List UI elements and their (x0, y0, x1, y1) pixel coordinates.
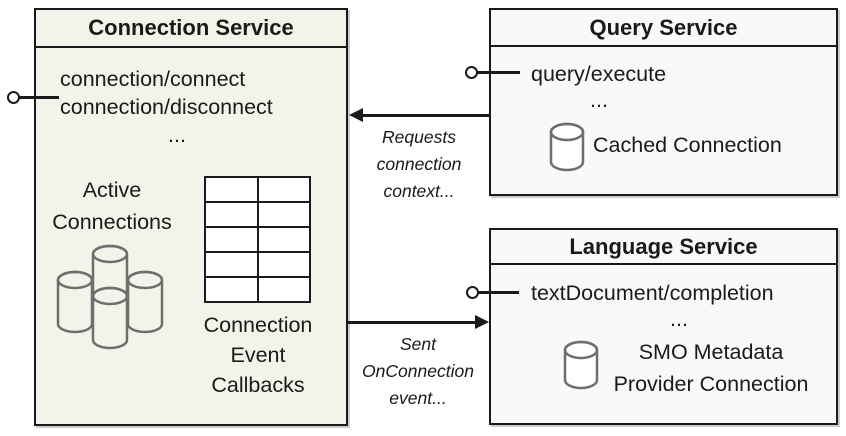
language-methods-ellipsis: ... (670, 307, 688, 331)
methods-ellipsis: ... (168, 123, 186, 147)
connection-event-callbacks-label: Connection Event Callbacks (174, 310, 342, 400)
requests-connection-context-label: Requests connection context... (350, 124, 488, 205)
callbacks-line2: Event (230, 343, 286, 367)
active-connections-line1: Active (82, 178, 142, 202)
connection-service-methods: connection/connect connection/disconnect… (60, 65, 294, 149)
arrow-left-icon (349, 108, 363, 122)
sent-label-line2: OnConnection (362, 361, 474, 381)
grid-cell (206, 278, 257, 301)
sent-arrow-line (348, 321, 477, 324)
interface-lollipop-stem (19, 96, 59, 99)
database-cluster-icon (56, 244, 164, 350)
connection-service-title: Connection Service (36, 10, 346, 48)
callback-table-grid (204, 176, 311, 303)
sent-label-line1: Sent (400, 334, 436, 354)
callbacks-line1: Connection (203, 313, 313, 337)
sent-label-line3: event... (389, 388, 447, 408)
grid-cell (258, 253, 309, 276)
method-textdocument-completion: textDocument/completion (531, 281, 774, 305)
smo-metadata-provider-label: SMO Metadata Provider Connection (591, 336, 831, 400)
interface-lollipop-stem (478, 291, 519, 294)
database-cylinder-icon (549, 122, 585, 172)
requests-label-line2: connection (376, 154, 462, 174)
grid-cell (258, 203, 309, 226)
grid-cell (206, 253, 257, 276)
query-methods-ellipsis: ... (590, 88, 608, 112)
requests-label-line1: Requests (382, 127, 456, 147)
callbacks-line3: Callbacks (211, 373, 305, 397)
method-connection-disconnect: connection/disconnect (60, 95, 273, 119)
grid-cell (258, 178, 309, 201)
database-cylinder-icon (563, 340, 599, 390)
smo-line1: SMO Metadata (638, 340, 784, 364)
grid-cell (258, 278, 309, 301)
requests-label-line3: context... (383, 181, 455, 201)
grid-cell (258, 228, 309, 251)
language-service-box: Language Service textDocument/completion… (489, 228, 838, 425)
interface-lollipop-stem (477, 71, 520, 74)
grid-cell (206, 203, 257, 226)
requests-arrow-line (358, 114, 489, 117)
active-connections-line2: Connections (52, 210, 172, 234)
query-service-title: Query Service (491, 10, 836, 47)
method-connection-connect: connection/connect (60, 67, 246, 91)
language-service-title: Language Service (491, 230, 836, 265)
smo-line2: Provider Connection (613, 372, 809, 396)
cached-connection-label: Cached Connection (593, 133, 782, 157)
method-query-execute: query/execute (531, 62, 667, 86)
grid-cell (206, 178, 257, 201)
active-connections-label: Active Connections (42, 174, 182, 238)
sent-onconnection-event-label: Sent OnConnection event... (344, 331, 492, 412)
grid-cell (206, 228, 257, 251)
connection-service-box: Connection Service connection/connect co… (34, 8, 348, 426)
query-service-box: Query Service query/execute ... Cached C… (489, 8, 838, 196)
arrow-right-icon (475, 315, 489, 329)
